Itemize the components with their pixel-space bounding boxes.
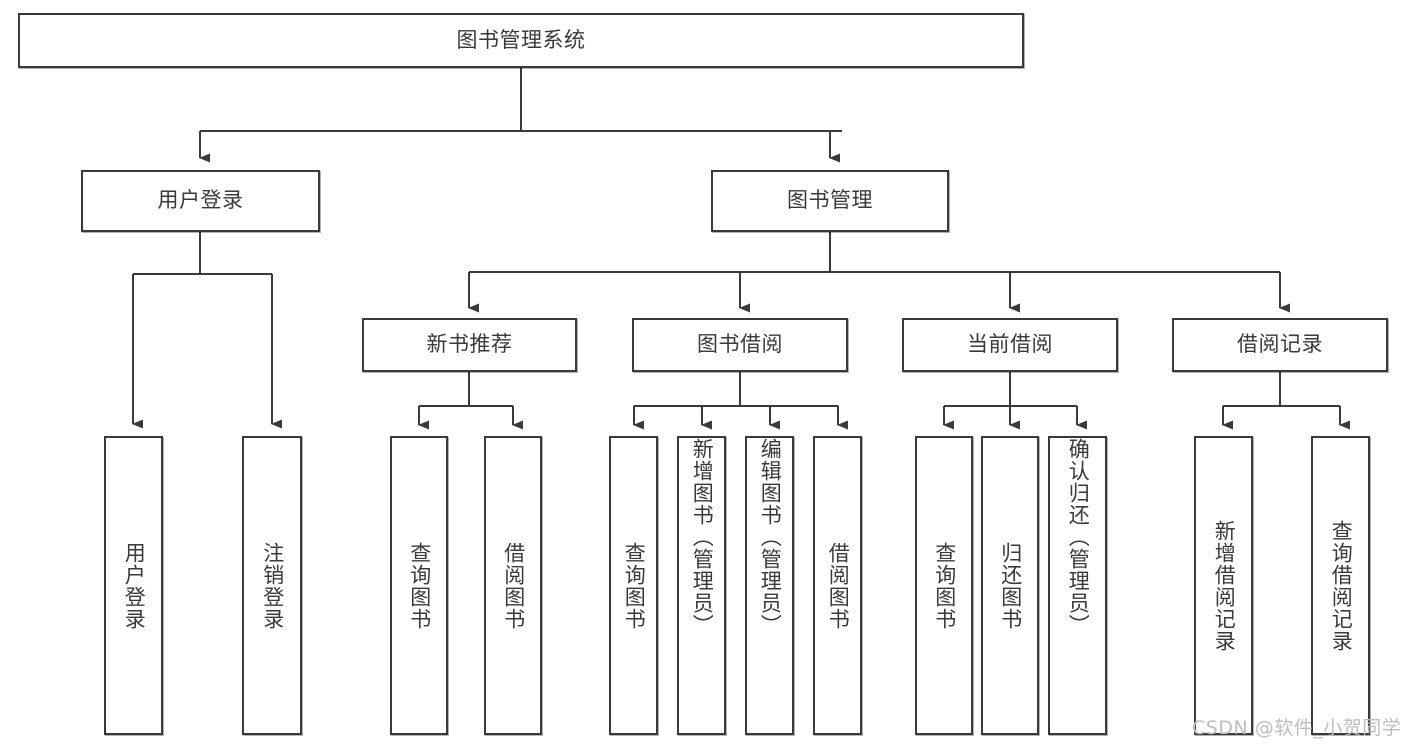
node-leaf-confirm-return[interactable]: 确认归还（管理员） [1048,436,1107,735]
node-leaf-query-record[interactable]: 查询借阅记录 [1311,436,1370,735]
node-leaf-borrow-book[interactable]: 借阅图书 [813,436,862,735]
node-book-manage-label: 图书管理 [787,188,873,213]
node-current-borrow[interactable]: 当前借阅 [902,318,1118,372]
node-book-borrow[interactable]: 图书借阅 [632,318,848,372]
node-leaf-logout-login-label: 注销登录 [260,541,285,630]
node-leaf-user-login[interactable]: 用户登录 [104,436,163,735]
node-leaf-confirm-return-label: 确认归还（管理员） [1066,438,1091,636]
node-leaf-user-login-label: 用户登录 [122,541,147,630]
node-leaf-logout-login[interactable]: 注销登录 [242,436,302,735]
node-leaf-edit-book-label: 编辑图书（管理员） [758,438,783,636]
node-user-login[interactable]: 用户登录 [81,170,320,232]
node-leaf-return-book-label: 归还图书 [998,541,1023,630]
node-leaf-add-book[interactable]: 新增图书（管理员） [677,436,726,735]
node-leaf-query-book-current-label: 查询图书 [932,541,957,630]
node-new-book-recommend-label: 新书推荐 [426,332,513,357]
node-current-borrow-label: 当前借阅 [967,332,1053,357]
node-leaf-query-record-label: 查询借阅记录 [1329,519,1354,652]
node-borrow-record[interactable]: 借阅记录 [1172,318,1388,372]
node-leaf-add-book-label: 新增图书（管理员） [690,438,715,636]
node-leaf-borrow-book-label: 借阅图书 [826,541,851,630]
node-leaf-query-book-current[interactable]: 查询图书 [915,436,973,735]
watermark: CSDN @软件_小贺同学 [1192,717,1402,739]
node-leaf-query-book-borrow-label: 查询图书 [622,541,647,630]
node-leaf-add-record-label: 新增借阅记录 [1212,519,1237,652]
node-leaf-borrow-book-recommend[interactable]: 借阅图书 [484,436,542,735]
node-root-label: 图书管理系统 [456,27,586,52]
node-book-manage[interactable]: 图书管理 [711,170,949,232]
node-book-borrow-label: 图书借阅 [697,332,783,357]
node-leaf-return-book[interactable]: 归还图书 [981,436,1039,735]
node-leaf-borrow-book-recommend-label: 借阅图书 [501,541,526,630]
node-user-login-label: 用户登录 [157,188,244,213]
node-new-book-recommend[interactable]: 新书推荐 [362,318,577,372]
node-leaf-query-book-borrow[interactable]: 查询图书 [609,436,658,735]
node-leaf-edit-book[interactable]: 编辑图书（管理员） [745,436,794,735]
node-root[interactable]: 图书管理系统 [18,13,1024,68]
node-leaf-add-record[interactable]: 新增借阅记录 [1194,436,1253,735]
node-borrow-record-label: 借阅记录 [1237,332,1323,357]
node-leaf-query-book-recommend-label: 查询图书 [407,541,432,630]
node-leaf-query-book-recommend[interactable]: 查询图书 [390,436,448,735]
